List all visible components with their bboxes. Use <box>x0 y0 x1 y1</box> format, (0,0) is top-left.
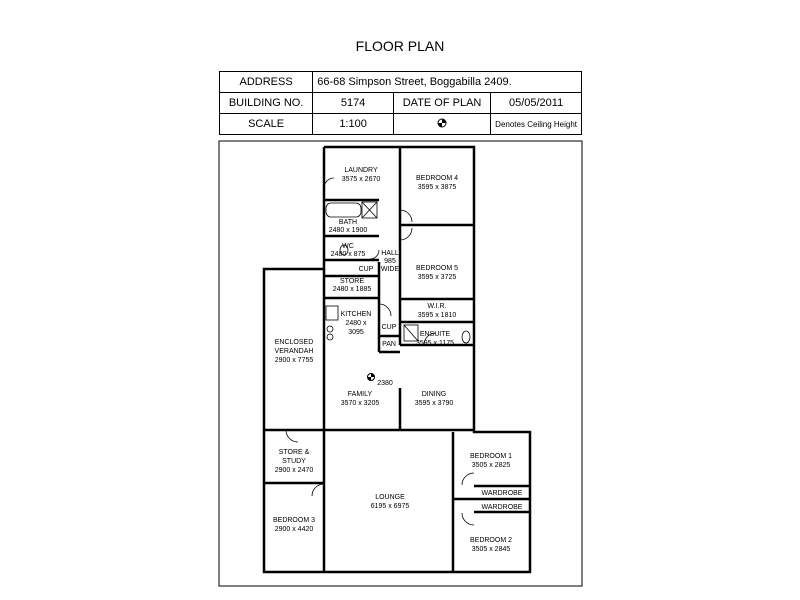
info-table: ADDRESS 66-68 Simpson Street, Boggabilla… <box>218 71 582 135</box>
bathtub <box>325 202 362 218</box>
cup1-label: CUP <box>359 266 374 273</box>
address-row: ADDRESS 66-68 Simpson Street, Boggabilla… <box>218 71 582 93</box>
scale-label: SCALE <box>218 113 314 135</box>
ceiling-height-icon <box>437 118 447 127</box>
wc-toilet <box>339 244 349 256</box>
ceiling-height-marker <box>367 373 375 381</box>
building-row: BUILDING NO. 5174 DATE OF PLAN 05/05/201… <box>218 92 582 114</box>
fixtures <box>325 201 471 344</box>
ensuite-shower <box>403 324 419 342</box>
building-label: BUILDING NO. <box>218 92 314 114</box>
kitchen-sink <box>325 305 339 321</box>
wir-label: W.I.R.3595 x 1810 <box>418 303 457 319</box>
cooktop <box>326 325 334 333</box>
page-title: FLOOR PLAN <box>355 38 445 54</box>
scale-row: SCALE 1:100 Denotes Ceiling Height <box>218 113 582 135</box>
shower <box>361 201 378 219</box>
ceiling-height-label: 2380 <box>377 380 393 387</box>
date-value: 05/05/2011 <box>490 92 582 114</box>
plan-frame <box>218 140 583 587</box>
door-swings <box>285 177 475 526</box>
cup2-label: CUP <box>382 324 397 331</box>
ceiling-symbol-cell <box>392 113 492 135</box>
ceiling-note: Denotes Ceiling Height <box>490 113 582 135</box>
pan-label: PAN <box>382 341 396 348</box>
walls <box>262 145 532 574</box>
ensuite-toilet <box>461 330 471 344</box>
wardrobe2-label: WARDROBE <box>482 504 523 511</box>
address-value: 66-68 Simpson Street, Boggabilla 2409. <box>312 71 582 93</box>
wardrobe1-label: WARDROBE <box>482 490 523 497</box>
scale-value: 1:100 <box>312 113 394 135</box>
